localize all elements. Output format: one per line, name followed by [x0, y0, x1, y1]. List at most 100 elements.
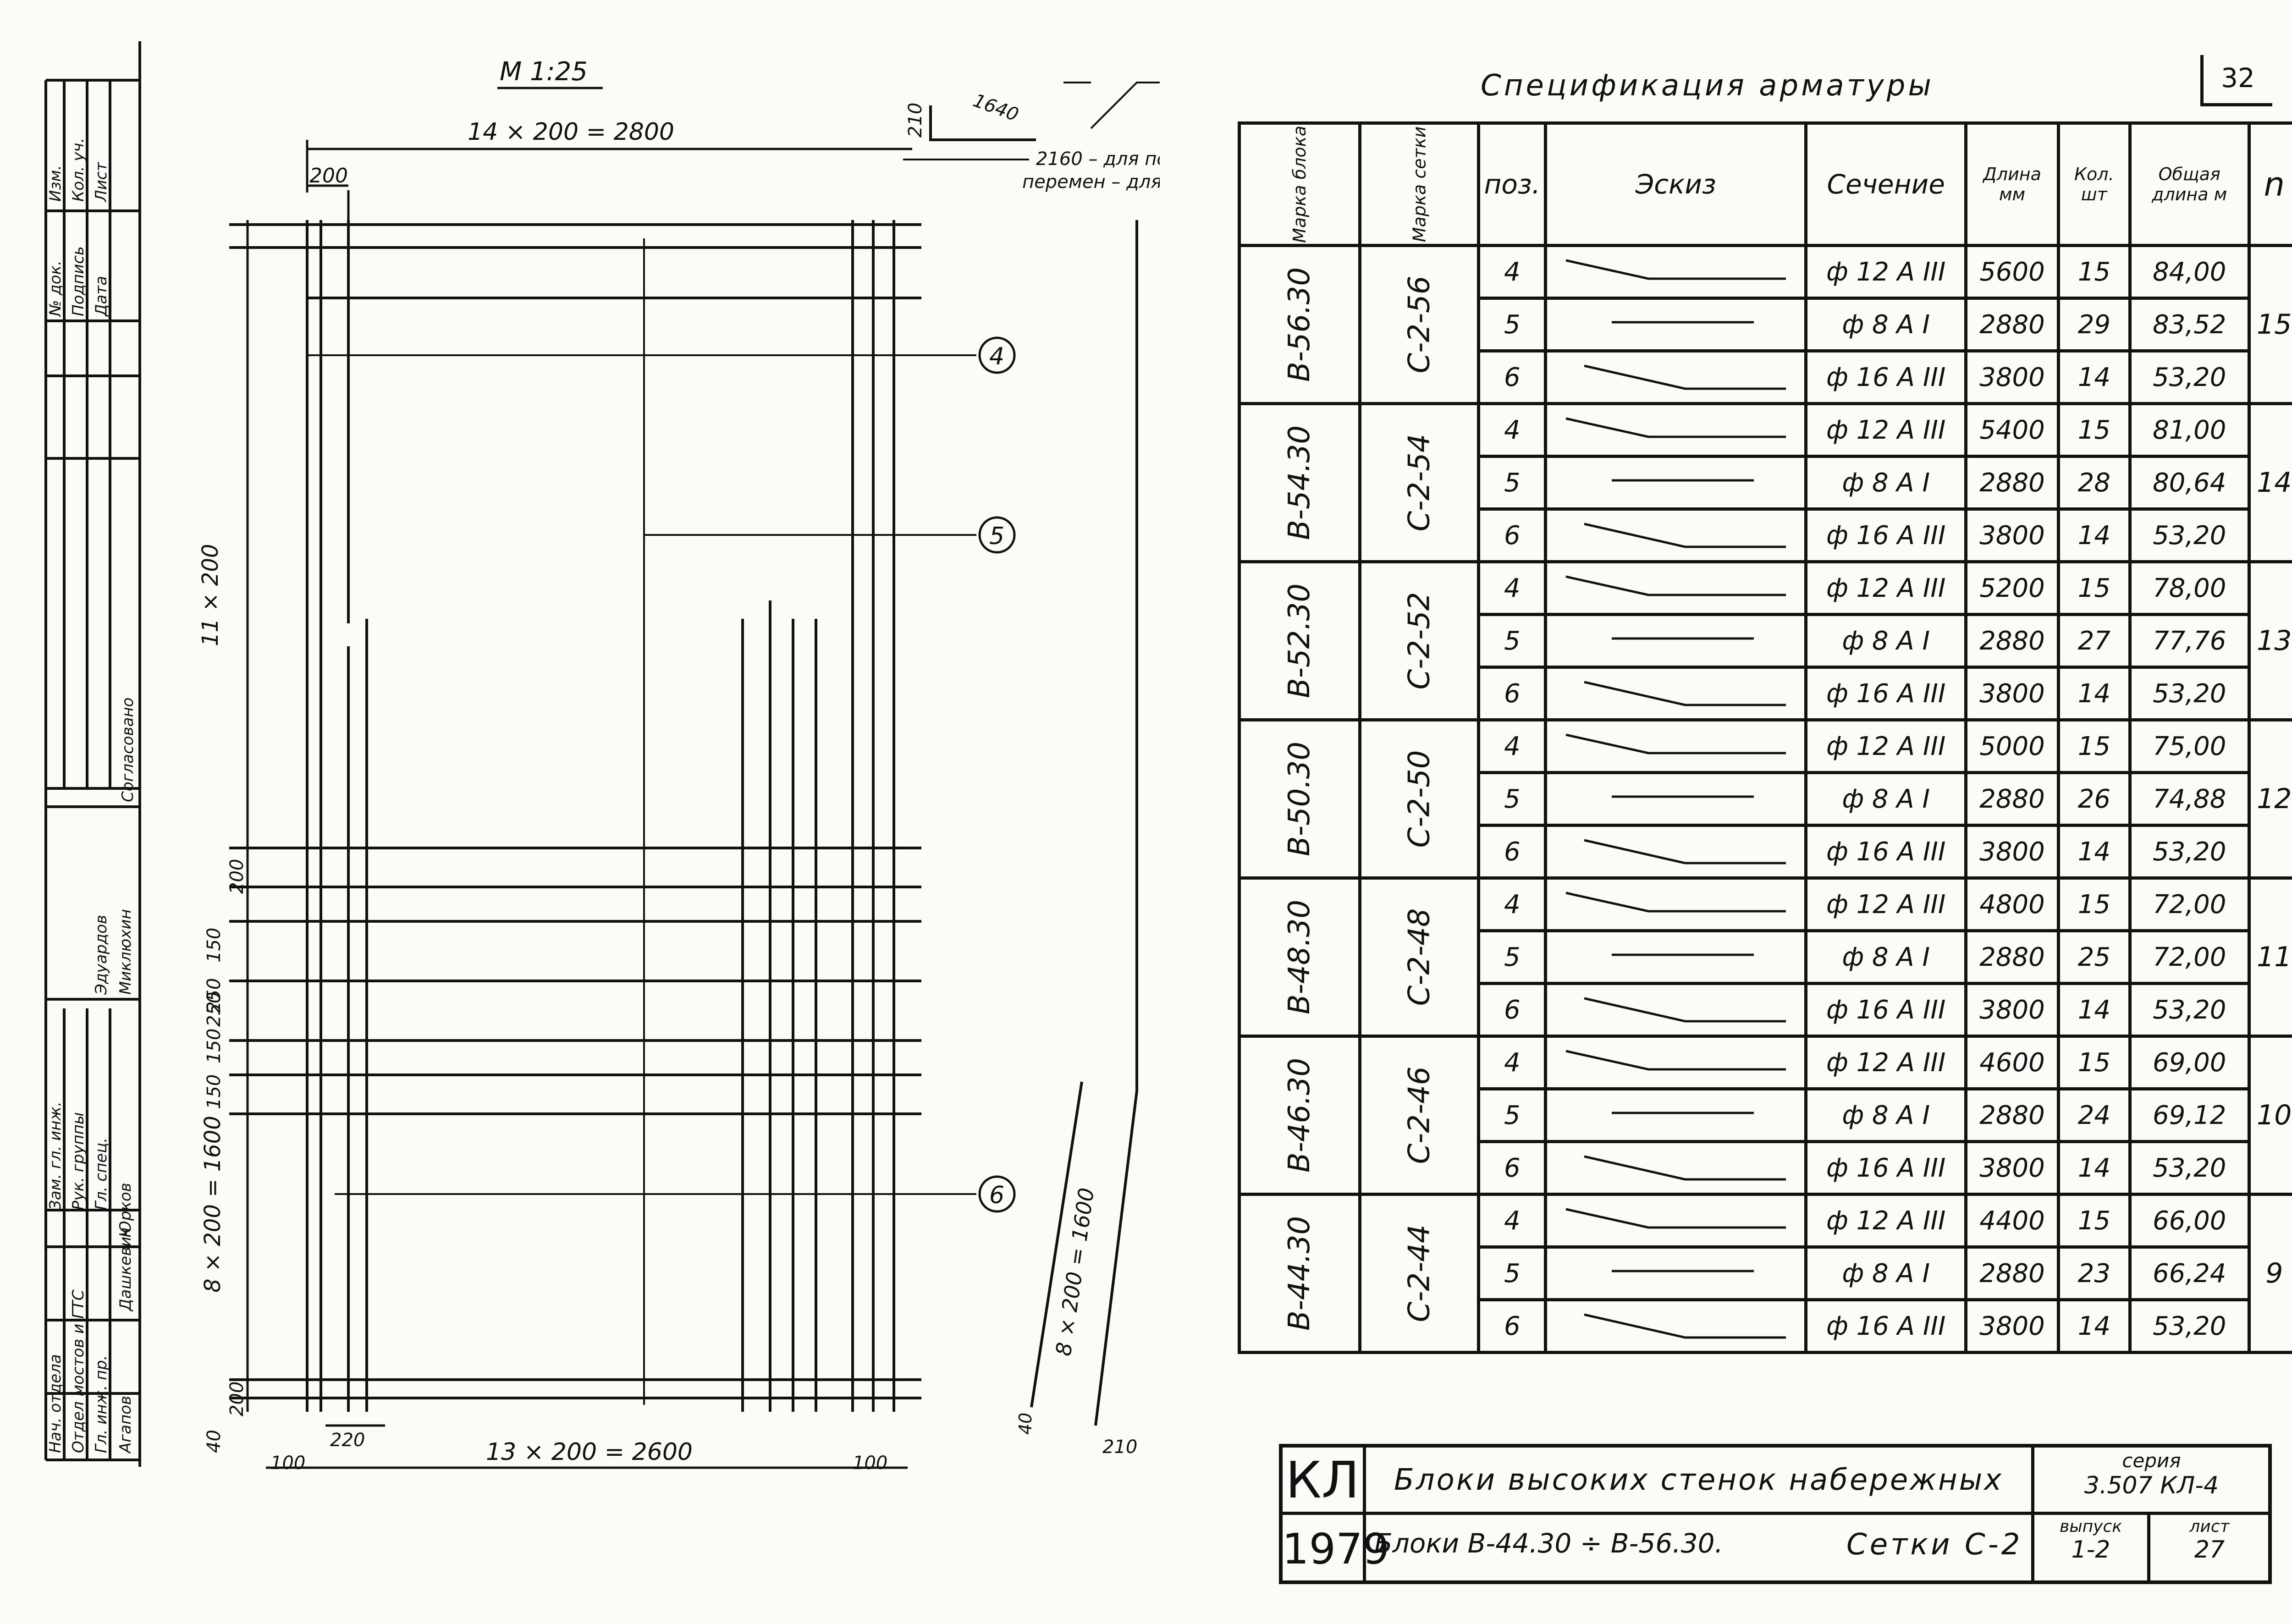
bar-sketch-icon [1584, 364, 1786, 390]
total-cell: 72,00 [2128, 876, 2251, 932]
bar-sketch-icon [1611, 479, 1754, 482]
callout-5: 5 [978, 516, 1016, 554]
sketch-cell [1544, 507, 1808, 563]
dim-left-40: 40 [204, 1430, 225, 1453]
length-cell: 4800 [1964, 876, 2060, 932]
bar-sketch-icon [1565, 417, 1786, 438]
pos-cell: 6 [1477, 1140, 1548, 1196]
section-cell: ф 12 А III [1804, 560, 1968, 616]
sketch-cell [1544, 929, 1808, 985]
stamp-agreed: Согласовано [119, 698, 137, 802]
sheet-number: 32 [2200, 55, 2272, 106]
total-cell: 66,24 [2128, 1245, 2251, 1301]
total-cell: 81,00 [2128, 402, 2251, 458]
n-cell: 12 [2247, 718, 2292, 880]
section-cell: ф 16 А III [1804, 982, 1968, 1038]
count-cell: 26 [2056, 771, 2132, 827]
sketch-cell [1544, 1298, 1808, 1354]
bar-sketch-icon [1611, 1112, 1754, 1114]
total-cell: 80,64 [2128, 455, 2251, 511]
count-cell: 15 [2056, 876, 2132, 932]
col-section: Сечение [1804, 121, 1968, 247]
count-cell: 27 [2056, 613, 2132, 669]
stamp-col-head: Лист [92, 162, 110, 203]
total-cell: 74,88 [2128, 771, 2251, 827]
bar-sketch-icon [1584, 997, 1786, 1023]
total-cell: 53,20 [2128, 982, 2251, 1038]
length-cell: 4600 [1964, 1035, 2060, 1090]
count-cell: 14 [2056, 1140, 2132, 1196]
stamp-label: Гл. инж. пр. [92, 1355, 110, 1453]
sketch-cell [1544, 402, 1808, 458]
dim-left-bottom: 8 × 200 = 1600 [200, 1116, 226, 1293]
pos-cell: 6 [1477, 1298, 1548, 1354]
count-cell: 14 [2056, 507, 2132, 563]
sketch-cell [1544, 718, 1808, 774]
length-cell: 2880 [1964, 1245, 2060, 1301]
stamp-label: Отдел мостов и ГТС [69, 1289, 88, 1453]
stamp-col-head: Изм. [46, 165, 65, 202]
count-cell: 14 [2056, 982, 2132, 1038]
stamp-name: Юрков [116, 1183, 135, 1238]
n-cell: 13 [2247, 560, 2292, 721]
col-length: Длина мм [1964, 121, 2060, 247]
total-cell: 69,00 [2128, 1035, 2251, 1090]
title-main: Блоки высоких стенок набережных [1363, 1444, 2034, 1515]
dim-left-150: 150 [204, 1029, 225, 1063]
total-cell: 53,20 [2128, 666, 2251, 721]
mesh-mark: С-2-50 [1358, 718, 1481, 880]
length-cell: 2880 [1964, 929, 2060, 985]
dim-left-middle: 11 × 200 [198, 544, 223, 646]
pos-cell: 4 [1477, 244, 1548, 300]
left-stamp: Изм. Кол. уч. Лист № док. Подпись Дата С… [44, 41, 141, 1467]
title-code: КЛ [1279, 1444, 1366, 1515]
sketch-cell [1544, 455, 1808, 511]
pos-cell: 4 [1477, 560, 1548, 616]
pos-cell: 5 [1477, 1087, 1548, 1143]
section-cell: ф 8 А I [1804, 297, 1968, 352]
mesh-mark: С-2-48 [1358, 876, 1481, 1038]
dim-left-150: 150 [204, 1074, 225, 1109]
pos-cell: 5 [1477, 771, 1548, 827]
sketch-cell [1544, 244, 1808, 300]
sketch-cell [1544, 297, 1808, 352]
dim-bottom-total: 13 × 200 = 2600 [486, 1438, 693, 1466]
pos-cell: 6 [1477, 982, 1548, 1038]
pos-cell: 5 [1477, 1245, 1548, 1301]
bar-sketch-icon [1611, 795, 1754, 798]
mesh-mark: С-2-52 [1358, 560, 1481, 721]
col-block: Марка блока [1238, 121, 1361, 247]
total-cell: 72,00 [2128, 929, 2251, 985]
svg-text:6: 6 [989, 1182, 1004, 1209]
section-cell: ф 8 А I [1804, 771, 1968, 827]
n-cell: 11 [2247, 876, 2292, 1038]
bar-sketch-icon [1611, 637, 1754, 640]
length-cell: 2880 [1964, 771, 2060, 827]
dim-bottom-100-left: 100 [270, 1453, 305, 1474]
series-value: 3.507 КЛ-4 [2084, 1472, 2219, 1499]
spec-header-row: Марка блока Марка сетки поз. Эскиз Сечен… [1238, 121, 2292, 247]
dim-left-200: 200 [226, 1382, 248, 1416]
block-mark: В-54.30 [1238, 402, 1361, 563]
sketch-cell [1544, 982, 1808, 1038]
series-cell: серия 3.507 КЛ-4 [2031, 1444, 2272, 1515]
list-value: 27 [2194, 1536, 2225, 1563]
svg-text:4: 4 [989, 343, 1004, 370]
dim-bottom-220: 220 [330, 1430, 365, 1451]
col-count: Кол. шт [2056, 121, 2132, 247]
title-year: 1979 [1279, 1512, 1389, 1584]
callout-6: 6 [978, 1175, 1016, 1213]
total-cell: 84,00 [2128, 244, 2251, 300]
length-cell: 2880 [1964, 613, 2060, 669]
count-cell: 15 [2056, 402, 2132, 458]
total-cell: 75,00 [2128, 718, 2251, 774]
length-cell: 4400 [1964, 1193, 2060, 1249]
sketch-cell [1544, 824, 1808, 880]
section-cell: ф 12 А III [1804, 244, 1968, 300]
issue-value: 1-2 [2071, 1536, 2110, 1563]
stamp-label: Зам. гл. инж. [46, 1101, 65, 1210]
